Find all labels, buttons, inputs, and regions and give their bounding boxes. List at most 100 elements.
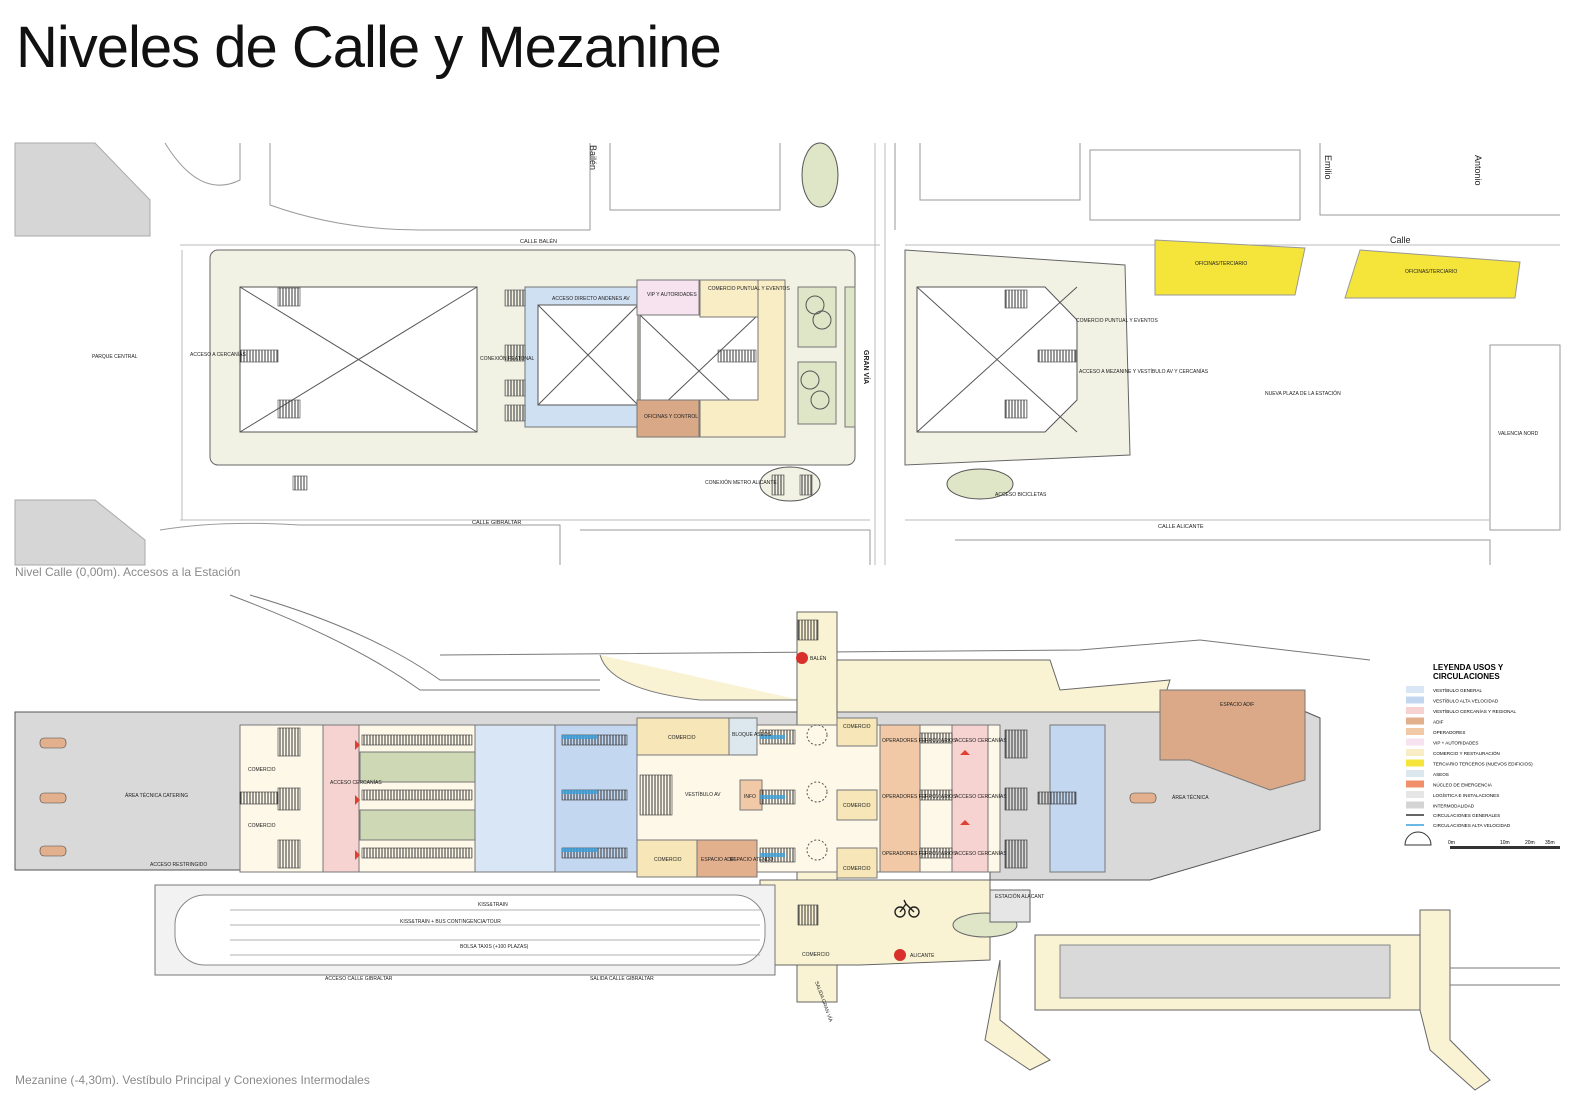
label-oficinas-2: OFICINAS/TERCIARIO (1405, 269, 1457, 275)
label-alicante: ALICANTE (910, 953, 935, 959)
label-comercio-r2: COMERCIO (843, 803, 871, 809)
legend-label: ADIF (1433, 720, 1444, 725)
road-lanes (230, 909, 760, 956)
label-comercio-r3: COMERCIO (843, 866, 871, 872)
legend-label: VIP + AUTORIDADES (1433, 741, 1478, 746)
legend-swatch (1406, 707, 1424, 714)
label-gran-via: GRAN VÍA (862, 350, 871, 384)
north-arrow-icon (1404, 831, 1432, 846)
label-acceso-cercanias-mezz: ACCESO CERCANÍAS (330, 779, 382, 786)
label-bloque-aseos: BLOQUE ASEOS (732, 732, 772, 738)
label-espacio-adif-r: ESPACIO ADIF (1220, 702, 1254, 708)
street-level-plan (14, 142, 1561, 566)
label-nueva-plaza: NUEVA PLAZA DE LA ESTACIÓN (1265, 390, 1341, 397)
legend-line-label: CIRCULACIONES GENERALES (1433, 813, 1500, 818)
legend-title-2: CIRCULACIONES (1433, 672, 1500, 681)
streets (180, 143, 1560, 565)
legend-lines: CIRCULACIONES GENERALES CIRCULACIONES ALT… (1406, 813, 1511, 828)
legend-label: INTERMODALIDAD (1433, 804, 1475, 809)
legend-swatch (1406, 759, 1424, 767)
label-calle-alicante: CALLE ALICANTE (1158, 524, 1204, 530)
label-operadores-3: OPERADORES FERROVIARIOS (882, 851, 957, 857)
scale-20: 20m (1525, 840, 1535, 846)
label-area-tecnica-catering: ÁREA TÉCNICA CATERING (125, 792, 188, 799)
comercio-puntual-zone (699, 279, 759, 318)
label-acceso-cerc-2: ACCESO CERCANÍAS (955, 793, 1007, 800)
label-antonio: Antonio (1473, 155, 1483, 186)
label-salida-calle-gibraltar: SALIDA CALLE GIBRALTAR (590, 976, 654, 982)
city-context (14, 142, 1561, 566)
label-valencia-nord: VALENCIA NORD (1498, 431, 1539, 437)
stairs-street (239, 287, 1077, 496)
bike-access-ellipse (946, 468, 1014, 500)
legend-label: LOGÍSTICA E INSTALACIONES (1433, 792, 1499, 798)
label-conexion-metro: CONEXIÓN METRO ALICANTE (705, 479, 777, 486)
label-acceso-bicicletas: ACCESO BICICLETAS (995, 492, 1047, 498)
espacio-adif-zone (1159, 689, 1306, 791)
label-acceso-directo: ACCESO DIRECTO ANDENES AV (552, 296, 630, 302)
scale-bar (1450, 846, 1560, 849)
comercio-top-zone (636, 717, 730, 756)
scale-35: 35m (1545, 840, 1555, 846)
label-acceso-cerc-1: ACCESO CERCANÍAS (955, 737, 1007, 744)
label-acceso-cercanias: ACCESO A CERCANÍAS (190, 351, 247, 358)
legend-label: TERCIARIO TERCEROS (NUEVOS EDIFICIOS) (1433, 762, 1533, 767)
label-acceso-mezanine: ACCESO A MEZANINE Y VESTÍBULO AV Y CERCA… (1079, 368, 1209, 375)
label-comercio-sw: COMERCIO (802, 952, 830, 958)
caption-mezzanine: Mezanine (-4,30m). Vestíbulo Principal y… (15, 1073, 370, 1087)
label-area-tecnica: ÁREA TÉCNICA (1172, 794, 1209, 801)
legend-swatch (1406, 696, 1424, 704)
label-kiss-train: KISS&TRAIN (478, 902, 508, 908)
label-bolsa-taxis: BOLSA TAXIS (+100 PLAZAS) (460, 944, 529, 950)
corridor-nodes (806, 724, 828, 861)
legend-swatch (1406, 749, 1424, 756)
label-acceso-restringido: ACCESO RESTRINGIDO (150, 862, 207, 868)
legend-label: COMERCIO Y RESTAURACIÓN (1433, 750, 1500, 756)
label-comercio-r1: COMERCIO (843, 724, 871, 730)
scale-10: 10m (1500, 840, 1510, 846)
label-oficinas-1: OFICINAS/TERCIARIO (1195, 261, 1247, 267)
page-title: Niveles de Calle y Mezanine (16, 15, 722, 80)
vip-zone (636, 279, 700, 316)
mezzanine-plan (14, 594, 1560, 1091)
oficinas-terciario-2 (1344, 249, 1521, 299)
label-comercio-puntual: COMERCIO PUNTUAL Y EVENTOS (708, 286, 790, 292)
label-comercio-puntual-2: COMERCIO PUNTUAL Y EVENTOS (1076, 318, 1158, 324)
legend-label: NÚCLEO DE EMERGENCIA (1433, 782, 1493, 788)
label-bailen: Bailén (588, 145, 598, 170)
oficinas-zone (636, 399, 700, 438)
legend-label: OPERADORES (1433, 730, 1465, 735)
legend: LEYENDA USOS Y CIRCULACIONES VESTÍBULO G… (1404, 663, 1560, 849)
legend-label: ASEOS (1433, 772, 1449, 777)
operadores-zone (879, 724, 921, 873)
label-conexion-peatonal: CONEXIÓN PEATONAL (480, 355, 534, 362)
label-calle-balen: CALLE BALÉN (520, 238, 557, 245)
caption-street: Nivel Calle (0,00m). Accesos a la Estaci… (15, 565, 241, 579)
label-balen: BALÉN (810, 655, 827, 662)
label-acceso-calle-gibraltar: ACCESO CALLE GIBRALTAR (325, 976, 393, 982)
legend-label: VESTÍBULO CERCANÍAS Y REGIONAL (1433, 708, 1516, 714)
label-operadores-2: OPERADORES FERROVIARIOS (882, 794, 957, 800)
garden-1 (797, 286, 837, 348)
av-escalators (562, 735, 785, 857)
legend-title-1: LEYENDA USOS Y (1433, 663, 1504, 672)
metro-balen-marker (796, 652, 808, 664)
label-parque-central: PARQUE CENTRAL (92, 354, 138, 360)
label-estacion-alacant: ESTACIÓN ALACANT (995, 893, 1044, 900)
service-vehicles (39, 737, 1157, 857)
legend-line-label: CIRCULACIONES ALTA VELOCIDAD (1433, 823, 1511, 828)
label-vestibulo-av: VESTÍBULO AV (685, 791, 721, 798)
label-oficinas-control: OFICINAS Y CONTROL (644, 414, 698, 420)
label-espacio-atendo: ESPACIO ATENDO (730, 857, 774, 863)
legend-swatch (1406, 728, 1424, 735)
legend-swatch (1406, 770, 1424, 777)
label-comercio-a: COMERCIO (248, 767, 276, 773)
bicycle-icon (894, 899, 920, 918)
garden-2 (797, 361, 837, 425)
label-calle: Calle (1390, 235, 1411, 245)
legend-swatch (1406, 686, 1424, 693)
label-vip: VIP Y AUTORIDADES (647, 292, 697, 298)
street-labels: CALLE BALÉN CALLE GIBRALTAR CALLE ALICAN… (92, 145, 1539, 530)
